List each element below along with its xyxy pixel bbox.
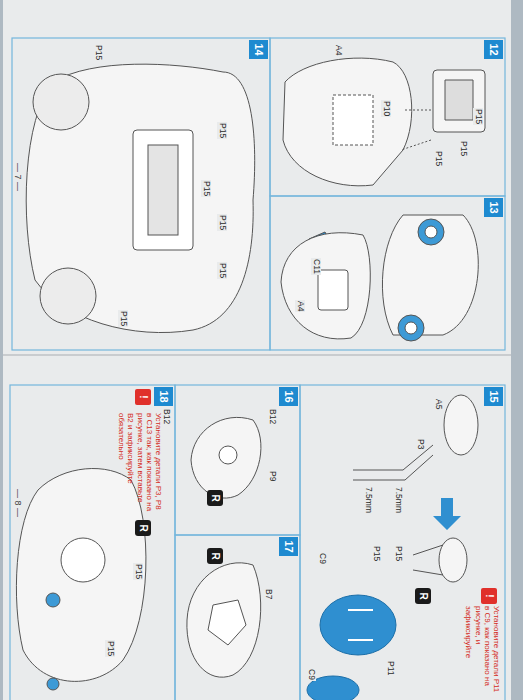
part-label: P3 bbox=[415, 438, 425, 450]
part-label: C11 bbox=[311, 258, 321, 275]
part-label: P15 bbox=[105, 640, 115, 657]
badge-text: 18 bbox=[158, 390, 169, 402]
part-label: P15 bbox=[133, 563, 143, 580]
part-label: A5 bbox=[433, 398, 443, 410]
part-label: P15 bbox=[393, 545, 403, 562]
step-number: 14 bbox=[249, 40, 268, 59]
spine bbox=[3, 354, 511, 356]
part-label: P11 bbox=[385, 660, 395, 677]
step-number: 18 bbox=[154, 387, 173, 406]
part-label: P15 bbox=[473, 108, 483, 125]
part-label: P15 bbox=[201, 180, 211, 197]
step-panels bbox=[10, 38, 505, 700]
badge-text: 16 bbox=[283, 390, 294, 402]
part-label: 7.5mm bbox=[363, 486, 373, 514]
page-number: — 7 — bbox=[13, 162, 23, 192]
step-number: 12 bbox=[484, 40, 503, 59]
step-number: 17 bbox=[279, 537, 298, 556]
badge-text: ! bbox=[484, 594, 494, 597]
part-label: P15 bbox=[371, 545, 381, 562]
badge-text: R bbox=[418, 592, 428, 599]
part-label: P15 bbox=[217, 214, 227, 231]
part-label: A4 bbox=[295, 300, 305, 312]
part-label: 7.5mm bbox=[393, 486, 403, 514]
part-label: P15 bbox=[458, 140, 468, 157]
badge-text: 15 bbox=[488, 390, 499, 402]
part-label: P15 bbox=[118, 310, 128, 327]
rotation-badge: R bbox=[135, 520, 151, 536]
page-number: — 8 — bbox=[13, 488, 23, 518]
badge-text: 14 bbox=[253, 43, 264, 55]
booklet-page bbox=[3, 0, 511, 700]
step-number: 15 bbox=[484, 387, 503, 406]
badge-text: 17 bbox=[283, 540, 294, 552]
part-label: P10 bbox=[381, 100, 391, 117]
badge-text: 12 bbox=[488, 43, 499, 55]
part-label: C9 bbox=[306, 668, 316, 681]
rotation-badge: R bbox=[207, 490, 223, 506]
part-drawings bbox=[16, 58, 485, 700]
step-number: 13 bbox=[484, 198, 503, 217]
part-label: P15 bbox=[217, 122, 227, 139]
part-label: P15 bbox=[217, 262, 227, 279]
badge-text: R bbox=[138, 524, 148, 531]
warning-icon: ! bbox=[135, 389, 151, 405]
part-label: B7 bbox=[263, 588, 273, 600]
part-label: C9 bbox=[317, 552, 327, 565]
badge-text: R bbox=[210, 552, 220, 559]
rotation-badge: R bbox=[207, 548, 223, 564]
part-label: P9 bbox=[267, 470, 277, 482]
warning-note: Установите детали P11 в C9, как показано… bbox=[464, 605, 501, 695]
part-label: P15 bbox=[433, 150, 443, 167]
badge-text: 13 bbox=[488, 201, 499, 213]
warning-icon: ! bbox=[481, 588, 497, 604]
part-label: P15 bbox=[93, 44, 103, 61]
badge-text: ! bbox=[138, 395, 148, 398]
warning-note: Установите детали P3, P8 в C13 так, как … bbox=[117, 412, 163, 514]
rotation-badge: R bbox=[415, 588, 431, 604]
badge-text: R bbox=[210, 494, 220, 501]
step-number: 16 bbox=[279, 387, 298, 406]
part-label: A4 bbox=[333, 44, 343, 56]
part-label: B12 bbox=[267, 408, 277, 425]
